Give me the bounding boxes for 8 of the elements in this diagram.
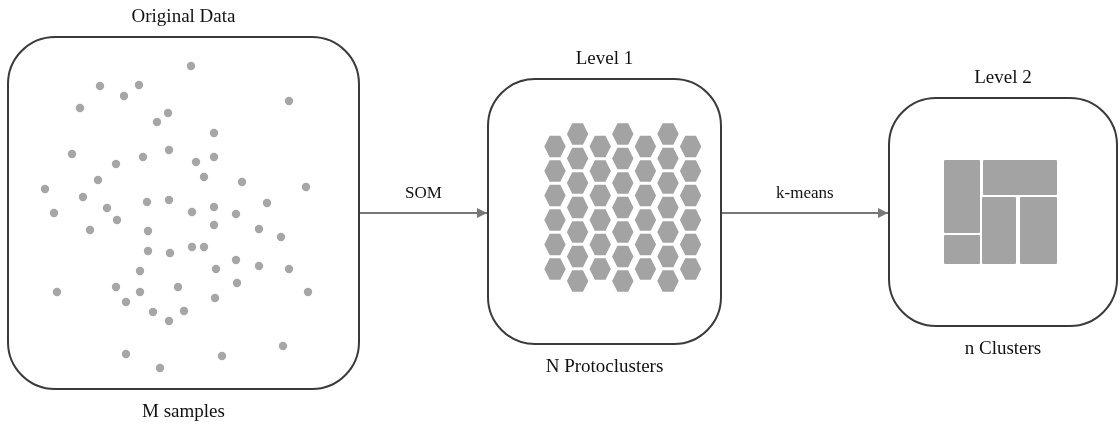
box-heading: Level 1 — [575, 47, 634, 69]
box-caption: M samples — [142, 400, 225, 422]
box-caption: n Clusters — [964, 337, 1042, 359]
box-heading: Original Data — [131, 5, 236, 27]
box-caption: N Protoclusters — [545, 355, 664, 377]
arrow — [721, 208, 889, 218]
box-heading: Level 2 — [974, 66, 1032, 88]
arrow — [359, 208, 488, 218]
